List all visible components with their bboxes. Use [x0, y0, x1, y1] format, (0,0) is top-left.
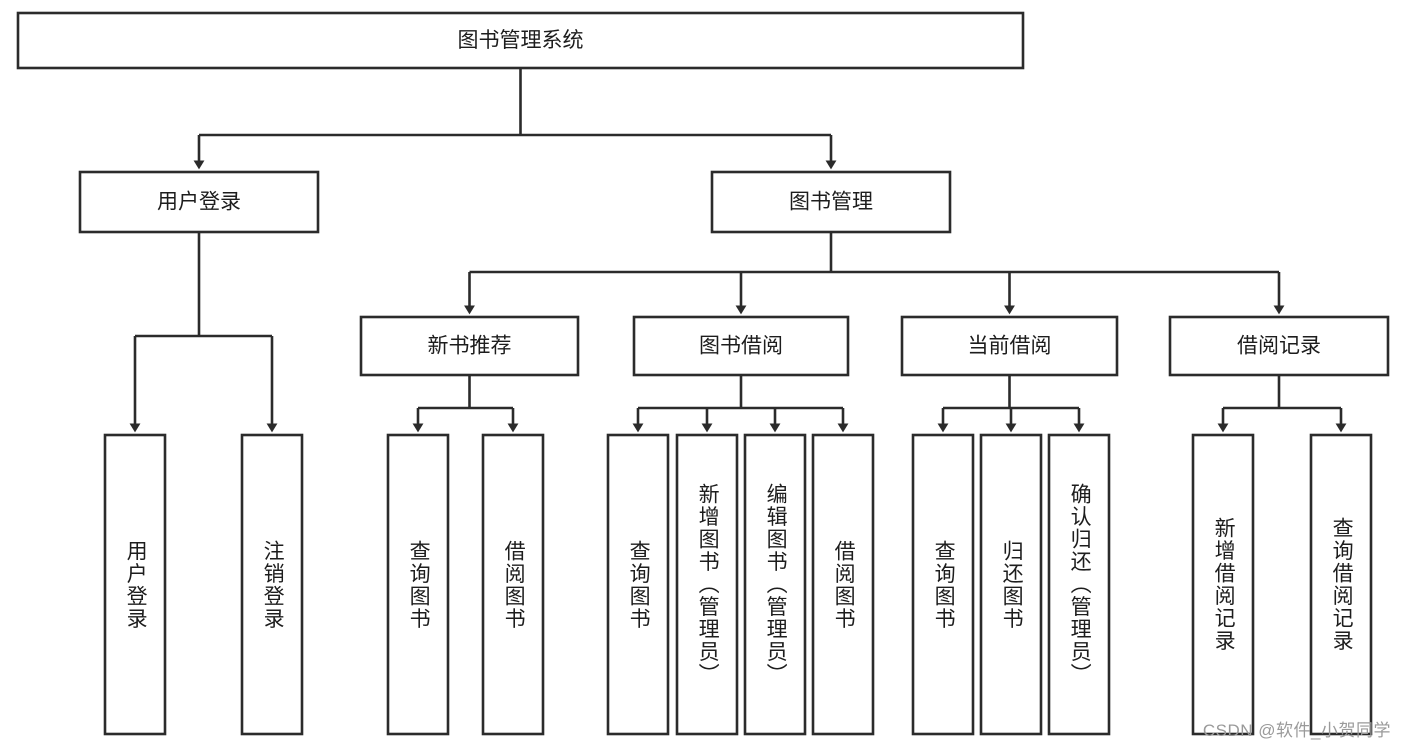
node-box-confirm-return[interactable]	[1047, 433, 1111, 736]
node-box-current-borrow[interactable]	[900, 315, 1119, 377]
node-box-borrow-book-2[interactable]	[811, 433, 875, 736]
node-label-book-manage: 图书管理	[789, 191, 873, 214]
node-label-user-login: 用户登录	[157, 191, 241, 214]
node-box-query-book-1[interactable]	[386, 433, 450, 736]
node-box-edit-book[interactable]	[743, 433, 807, 736]
node-label-book-borrow: 图书借阅	[699, 335, 783, 358]
node-box-query-book-3[interactable]	[911, 433, 975, 736]
node-label-borrow-record: 借阅记录	[1237, 335, 1321, 358]
node-box-borrow-book-1[interactable]	[481, 433, 545, 736]
node-box-add-book[interactable]	[675, 433, 739, 736]
node-box-query-book-2[interactable]	[606, 433, 670, 736]
node-box-add-borrow-record[interactable]	[1191, 433, 1255, 736]
node-label-current-borrow: 当前借阅	[968, 335, 1052, 358]
node-box-query-borrow-record[interactable]	[1309, 433, 1373, 736]
node-box-user-logout[interactable]	[240, 433, 304, 736]
node-box-new-book-recommend[interactable]	[359, 315, 580, 377]
csdn-watermark: CSDN @软件_小贺同学	[1202, 721, 1391, 740]
node-box-book-borrow[interactable]	[632, 315, 850, 377]
node-box-user-login-do[interactable]	[103, 433, 167, 736]
node-box-return-book[interactable]	[979, 433, 1043, 736]
node-box-layer	[16, 11, 1390, 736]
node-label-new-book-recommend: 新书推荐	[428, 335, 512, 358]
node-box-borrow-record[interactable]	[1168, 315, 1390, 377]
node-label-root: 图书管理系统	[458, 29, 584, 52]
node-box-book-manage[interactable]	[710, 170, 952, 234]
node-box-root[interactable]	[16, 11, 1025, 70]
connector-layer	[129, 68, 1347, 433]
node-box-user-login[interactable]	[78, 170, 320, 234]
